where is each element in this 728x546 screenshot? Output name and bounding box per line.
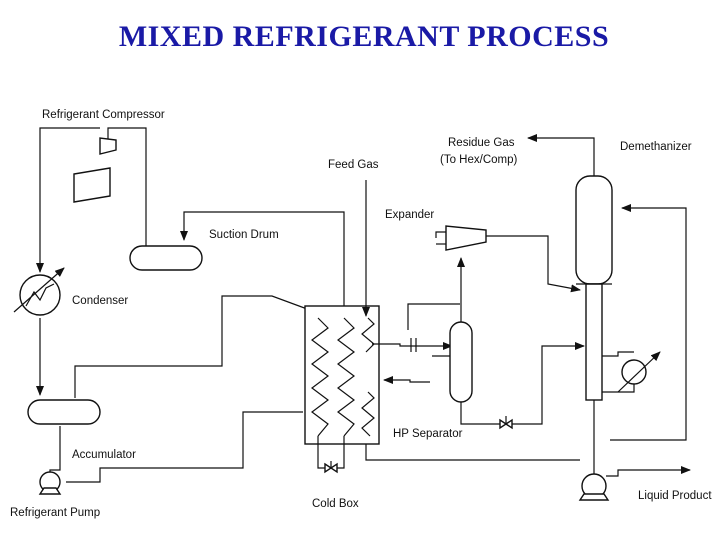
label-accumulator: Accumulator xyxy=(72,449,136,461)
refrigerant-loop-piping xyxy=(36,127,345,483)
valve-icon xyxy=(499,416,513,430)
label-liquid-product: Liquid Product xyxy=(638,490,712,502)
refrigerant-compressor-icon xyxy=(73,167,111,203)
label-cold-box: Cold Box xyxy=(312,498,359,510)
label-condenser: Condenser xyxy=(72,295,128,307)
cold-box xyxy=(304,305,380,445)
label-to-hex-comp: (To Hex/Comp) xyxy=(440,154,517,166)
condenser-icon xyxy=(13,267,65,316)
suction-drum xyxy=(129,245,203,271)
refrigerant-pump-icon xyxy=(38,471,62,495)
hp-separator xyxy=(449,321,473,403)
reboiler-icon xyxy=(602,351,661,393)
diagram-title: MIXED REFRIGERANT PROCESS xyxy=(118,20,610,53)
expander-icon xyxy=(435,225,487,251)
label-refrigerant-pump: Refrigerant Pump xyxy=(10,507,100,519)
demethanizer-column xyxy=(575,175,613,401)
product-pump-icon xyxy=(578,473,610,501)
label-hp-separator: HP Separator xyxy=(393,428,463,440)
label-feed-gas: Feed Gas xyxy=(328,159,379,171)
label-demethanizer: Demethanizer xyxy=(620,141,692,153)
cold-box-valve-icon xyxy=(317,436,345,474)
label-residue-gas: Residue Gas xyxy=(448,137,515,149)
accumulator xyxy=(27,399,101,425)
label-suction-drum: Suction Drum xyxy=(209,229,279,241)
label-expander: Expander xyxy=(385,209,434,221)
label-refrigerant-compressor: Refrigerant Compressor xyxy=(42,109,165,121)
